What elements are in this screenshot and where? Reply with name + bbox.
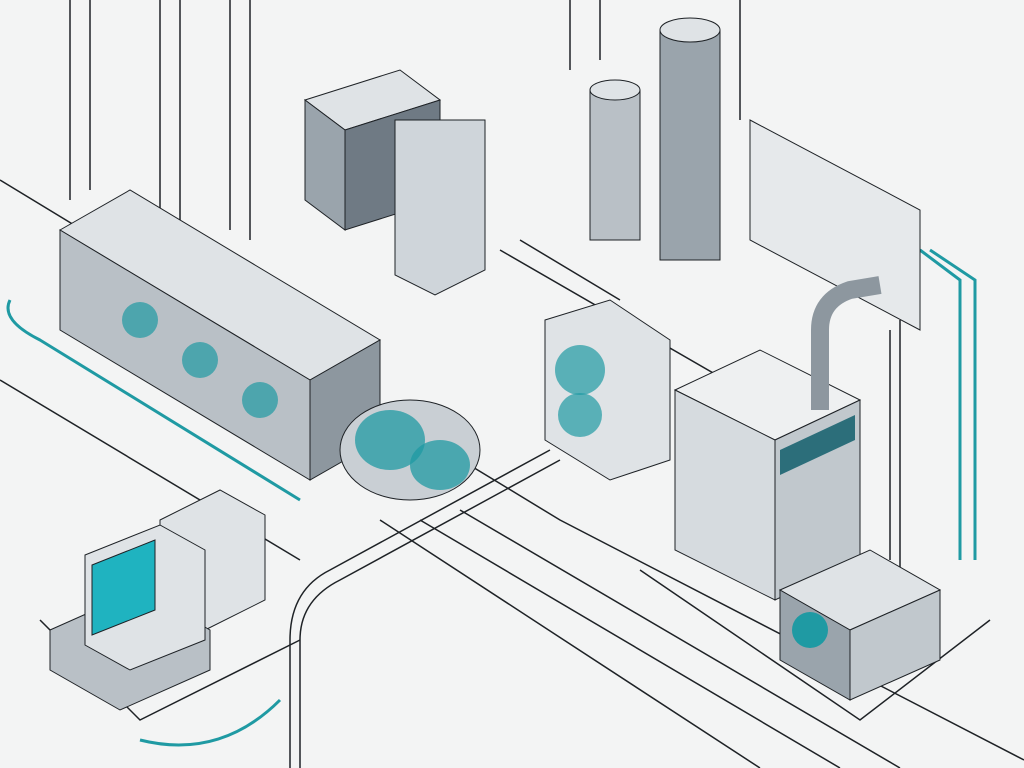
teal-cables: [6, 248, 977, 747]
fan-box: [778, 549, 942, 701]
server-rack-row: [59, 189, 381, 481]
control-terminal: [49, 489, 266, 711]
heat-pump-unit: [544, 299, 671, 481]
coiled-motor: [339, 399, 481, 501]
cabinet-top-center: [303, 69, 486, 296]
tall-towers: [589, 17, 721, 261]
boiler-unit: [673, 276, 882, 601]
